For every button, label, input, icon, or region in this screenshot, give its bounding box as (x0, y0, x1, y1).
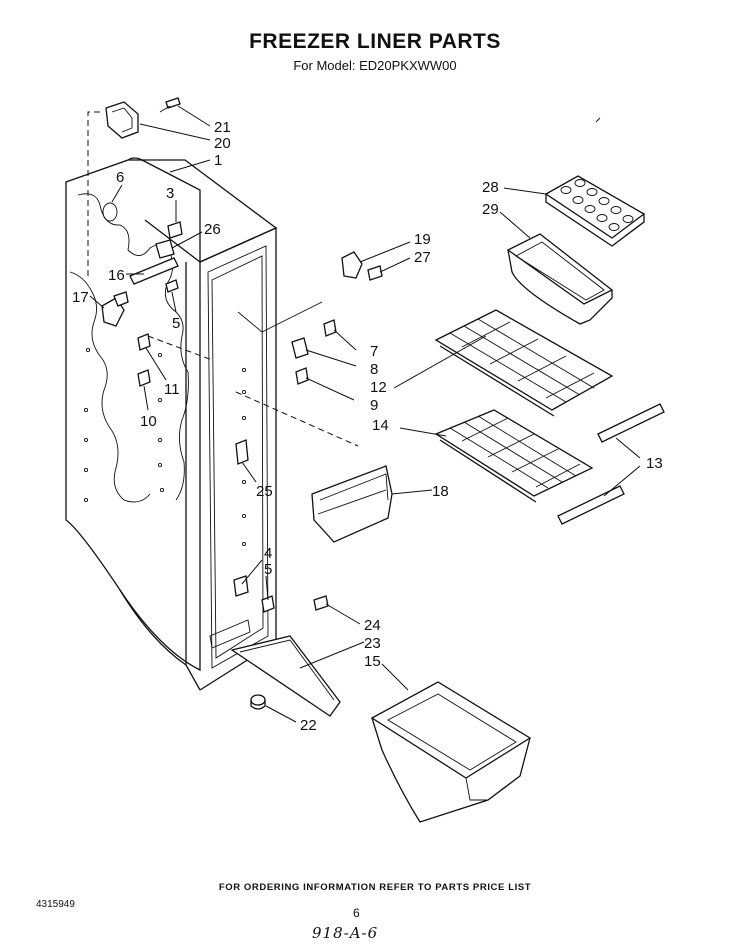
callout-10: 10 (140, 413, 157, 430)
callout-9: 9 (370, 397, 378, 414)
handwritten-note: 918-A-6 (312, 924, 379, 942)
callout-5-upper: 5 (172, 315, 180, 332)
callout-27: 27 (414, 249, 431, 266)
ice-tray (544, 175, 646, 247)
callout-15: 15 (364, 653, 381, 670)
callout-5-lower: 5 (264, 561, 272, 578)
slide-rail (230, 635, 341, 717)
callout-1: 1 (214, 152, 222, 169)
callout-6: 6 (116, 169, 124, 186)
callout-28: 28 (482, 179, 499, 196)
callout-26: 26 (204, 221, 221, 238)
shelf-rails (557, 403, 665, 525)
callout-14: 14 (372, 417, 389, 434)
callout-7: 7 (370, 343, 378, 360)
hardware-parts (87, 97, 383, 710)
ordering-note: FOR ORDERING INFORMATION REFER TO PARTS … (218, 882, 532, 893)
callout-13: 13 (646, 455, 663, 472)
callout-11: 11 (164, 381, 180, 398)
callout-3: 3 (166, 185, 174, 202)
callout-25: 25 (256, 483, 273, 500)
callout-12: 12 (370, 379, 387, 396)
ice-bin (506, 233, 614, 325)
document-part-number: 4315949 (36, 899, 75, 910)
callout-23: 23 (364, 635, 381, 652)
callout-21: 21 (214, 119, 231, 136)
page-number: 6 (353, 906, 360, 920)
callout-22: 22 (300, 717, 317, 734)
wire-shelf-upper (434, 309, 614, 417)
freezer-basket (370, 681, 532, 823)
callout-24: 24 (364, 617, 381, 634)
page-title: FREEZER LINER PARTS (249, 30, 501, 53)
callout-20: 20 (214, 135, 231, 152)
callout-4: 4 (264, 545, 272, 562)
callout-8: 8 (370, 361, 378, 378)
callout-18: 18 (432, 483, 449, 500)
callout-29: 29 (482, 201, 499, 218)
callout-17: 17 (72, 289, 89, 306)
wire-shelf-lower (434, 409, 594, 503)
leader-lines (89, 105, 641, 723)
callout-numbers: 21 20 1 6 3 26 16 17 5 11 10 25 4 5 7 8 … (72, 119, 663, 734)
callout-19: 19 (414, 231, 431, 248)
callout-16: 16 (108, 267, 125, 284)
model-subtitle: For Model: ED20PKXWW00 (293, 58, 457, 73)
shelf-bracket (311, 465, 393, 543)
